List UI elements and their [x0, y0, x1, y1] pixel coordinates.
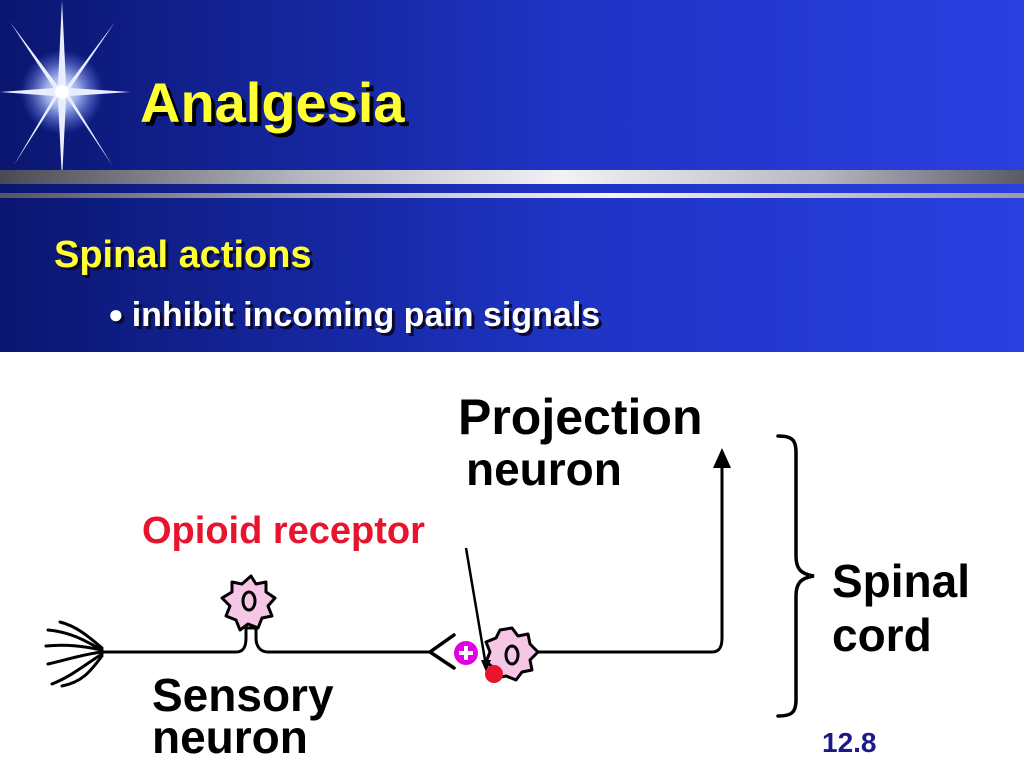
projection-neuron-label-line1: Projection: [458, 389, 703, 445]
title-divider-thin: [0, 193, 1024, 198]
excitatory-plus-marker: [454, 641, 478, 665]
slide-title: Analgesia: [140, 71, 405, 134]
opioid-receptor-dot: [485, 665, 503, 683]
sensory-synaptic-terminal: [426, 633, 456, 670]
bullet-text: inhibit incoming pain signals: [131, 296, 601, 334]
sensory-neuron-label-line1: Sensory: [152, 669, 334, 721]
projection-axon: [536, 462, 724, 654]
sensory-neuron-cell-body: [220, 574, 277, 632]
sparkle-star-icon: [0, 0, 130, 180]
opioid-receptor-label: Opioid receptor: [142, 510, 425, 552]
projection-arrow-head: [713, 448, 731, 468]
opioid-receptor-pointer: [464, 547, 488, 667]
sensory-neuron-label-line2: neuron: [152, 711, 308, 763]
slide-number: 12.8: [822, 727, 877, 758]
sensory-nerve-endings: [44, 620, 104, 688]
slide-subtitle: Spinal actions: [54, 234, 312, 276]
bullet-dot: ●: [108, 299, 124, 329]
bullet-item: ●inhibit incoming pain signals: [108, 296, 600, 335]
spinal-cord-brace: [776, 434, 815, 718]
spinal-cord-label-line2: cord: [832, 609, 932, 661]
projection-neuron-label-line2: neuron: [466, 443, 622, 495]
title-divider: [0, 170, 1024, 184]
sensory-axon: [100, 626, 430, 654]
spinal-cord-label-line1: Spinal: [832, 555, 971, 607]
